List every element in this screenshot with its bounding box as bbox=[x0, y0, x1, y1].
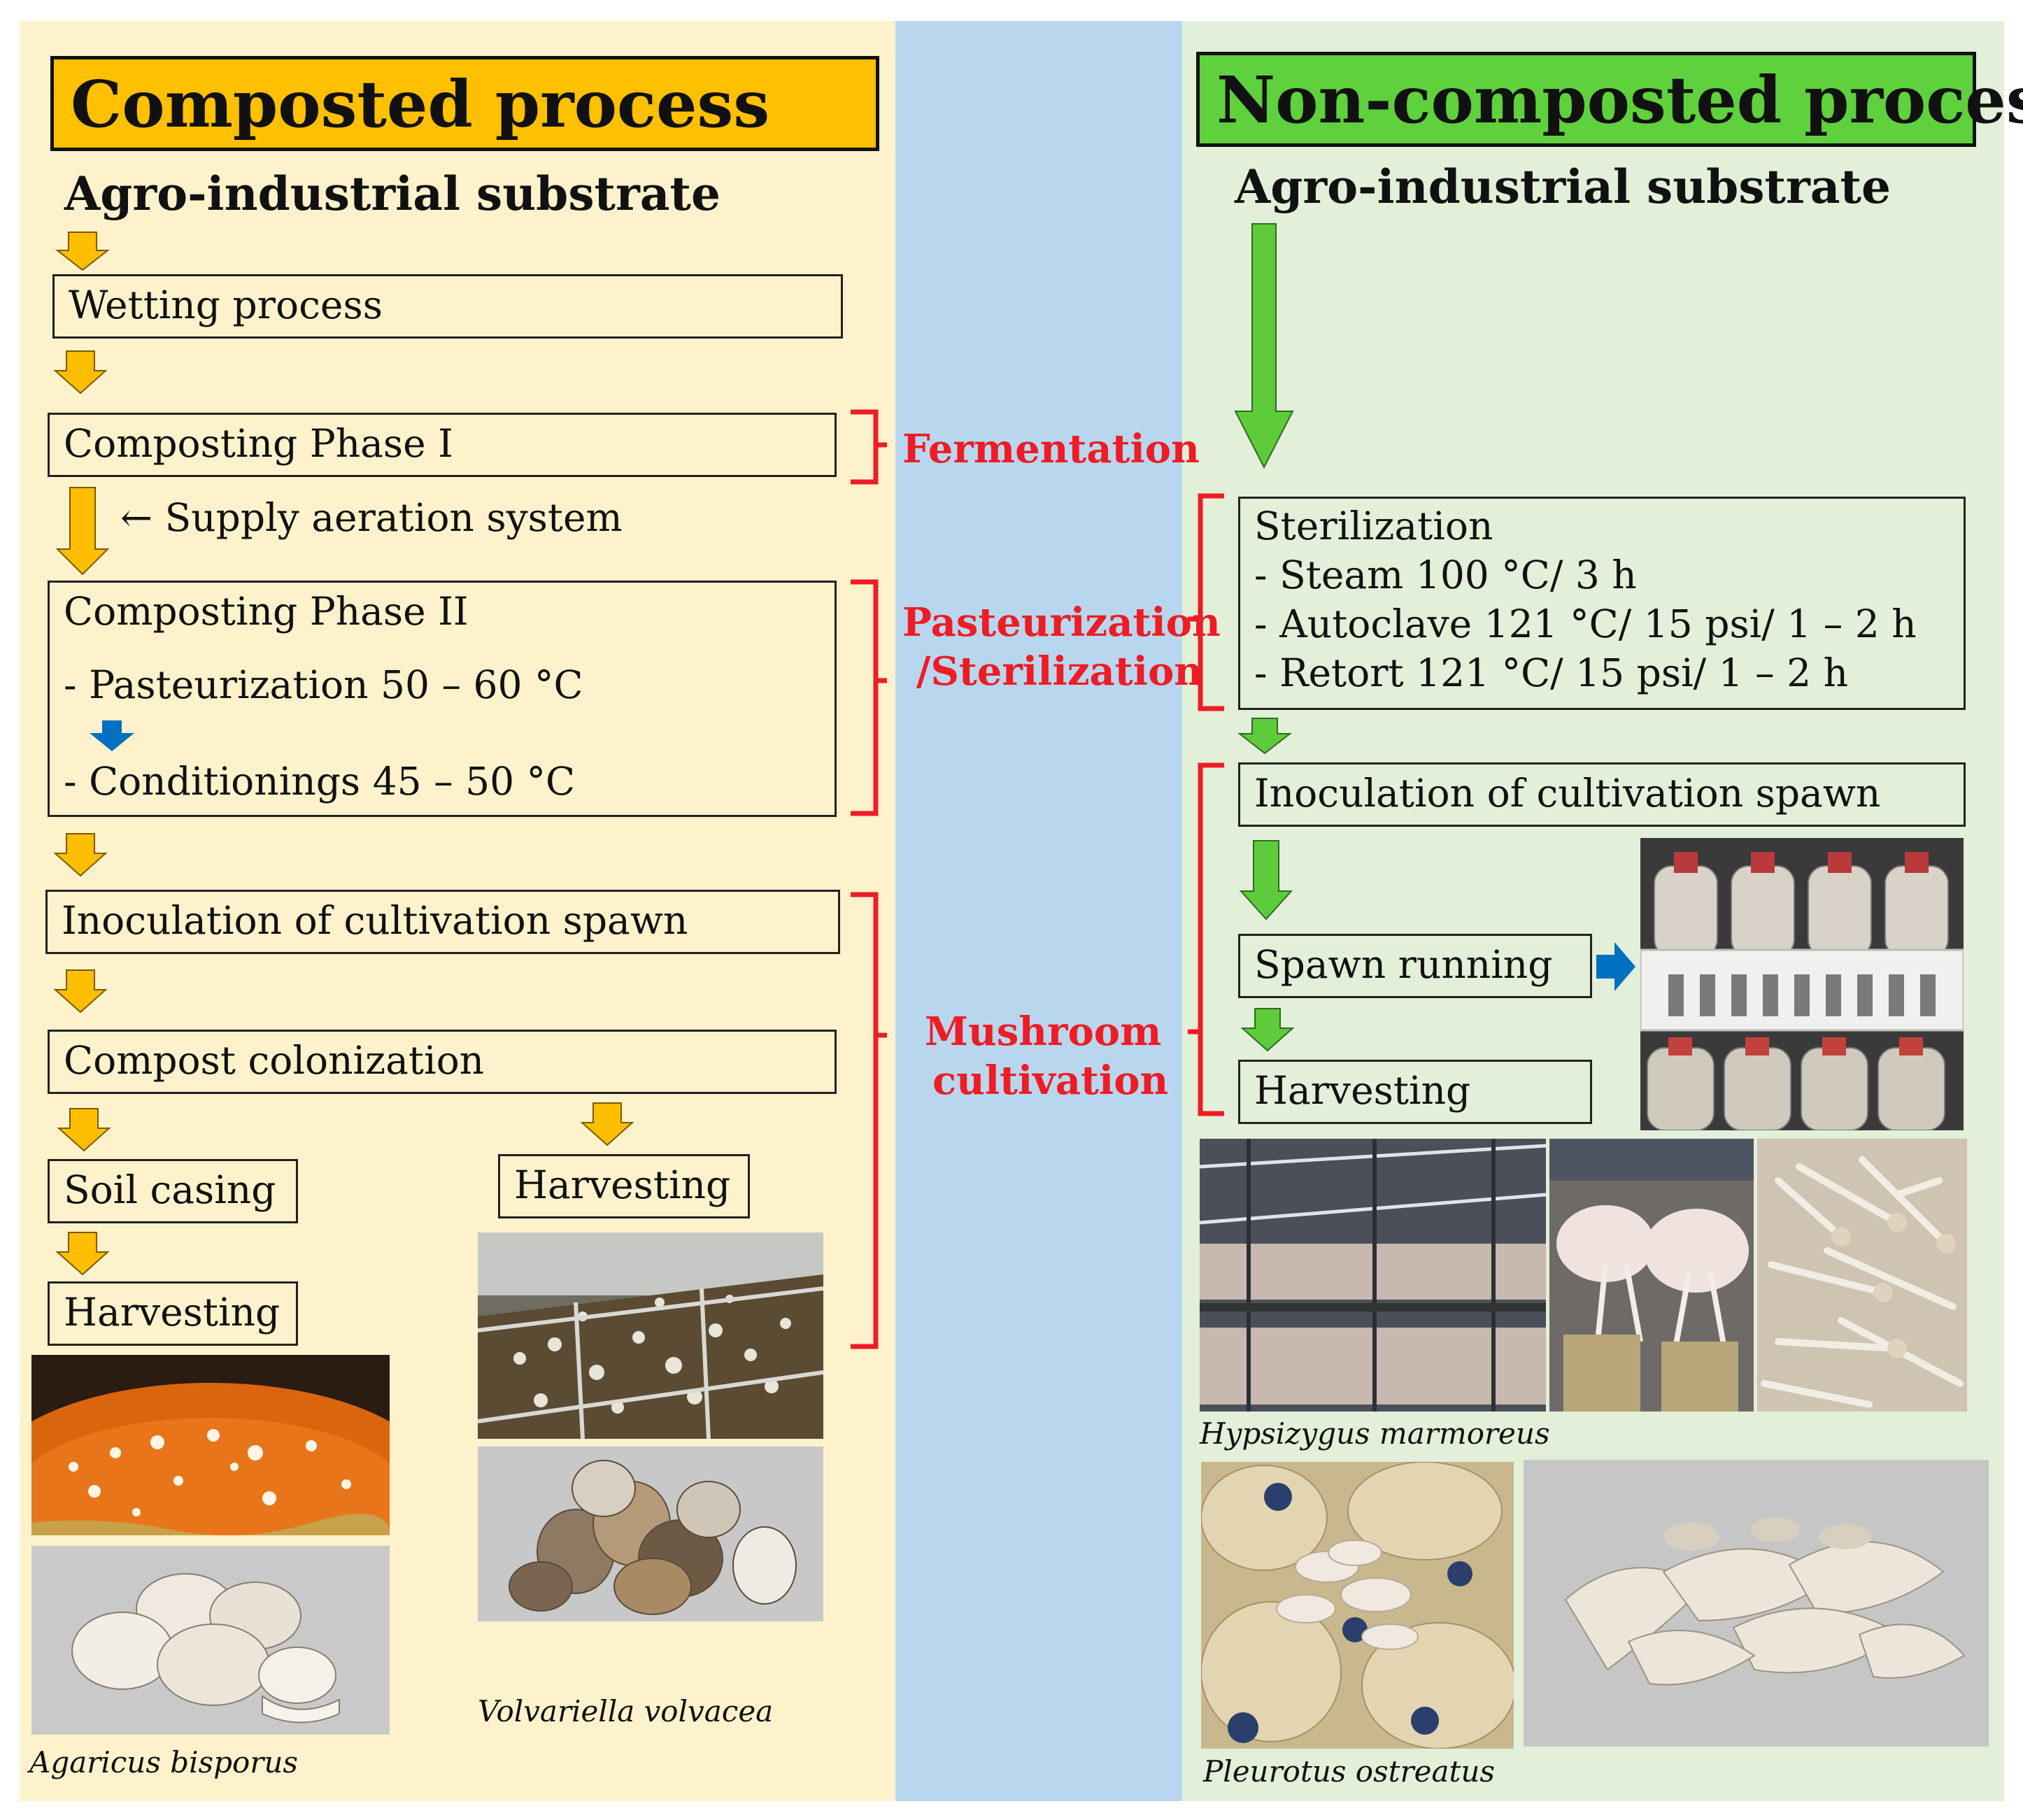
pasteurization-label-line2: /Sterilization bbox=[916, 648, 1203, 695]
volvariella-cultivation-photo bbox=[478, 1232, 823, 1439]
hypsizygus-harvest-photo bbox=[1757, 1139, 1967, 1412]
long-green-down-arrow-icon bbox=[1234, 223, 1294, 469]
down-arrow-icon bbox=[53, 350, 108, 394]
cultivation-label-line1: Mushroom bbox=[925, 1009, 1162, 1055]
green-down-arrow-icon bbox=[1240, 1008, 1295, 1052]
sterilization-title: Sterilization bbox=[1254, 504, 1493, 548]
composted-substrate-heading: Agro-industrial substrate bbox=[64, 166, 721, 221]
aeration-note: ← Supply aeration system bbox=[120, 495, 623, 540]
blue-down-arrow-icon bbox=[90, 720, 134, 751]
sterilization-autoclave: - Autoclave 121 °C/ 15 psi/ 1 – 2 h bbox=[1254, 602, 1917, 646]
sterilization-retort: - Retort 121 °C/ 15 psi/ 1 – 2 h bbox=[1254, 650, 1849, 695]
sterilization-bracket-right bbox=[1188, 493, 1224, 711]
inoculation-box-right: Inoculation of cultivation spawn bbox=[1238, 762, 1966, 827]
sterilization-box: Sterilization - Steam 100 °C/ 3 h - Auto… bbox=[1238, 497, 1966, 710]
harvesting-box-right: Harvesting bbox=[1238, 1060, 1592, 1124]
hypsizygus-bottle-photo bbox=[1549, 1139, 1754, 1412]
composting-phase-1-box: Composting Phase I bbox=[48, 413, 837, 477]
composting-phase-2-box: Composting Phase II - Pasteurization 50 … bbox=[48, 581, 837, 817]
agaricus-cultivation-photo bbox=[31, 1355, 390, 1535]
agaricus-mushroom-photo bbox=[31, 1546, 390, 1735]
species-label-agaricus: Agaricus bisporus bbox=[29, 1745, 298, 1779]
phase-2-pasteurization: - Pasteurization 50 – 60 °C bbox=[64, 662, 583, 707]
pasteurization-label-line1: Pasteurization bbox=[902, 599, 1221, 646]
volvariella-mushroom-photo bbox=[478, 1446, 823, 1621]
wetting-process-box: Wetting process bbox=[52, 274, 843, 339]
noncomposted-substrate-heading: Agro-industrial substrate bbox=[1235, 159, 1891, 214]
down-arrow-icon bbox=[55, 487, 110, 576]
species-label-pleurotus: Pleurotus ostreatus bbox=[1203, 1754, 1495, 1789]
hypsizygus-farm-photo bbox=[1200, 1139, 1546, 1412]
down-arrow-icon bbox=[55, 1232, 110, 1276]
middle-panel bbox=[895, 21, 1182, 1801]
compost-colonization-box: Compost colonization bbox=[48, 1030, 837, 1094]
down-arrow-icon bbox=[57, 1108, 111, 1152]
fermentation-bracket bbox=[851, 409, 887, 485]
fermentation-label: Fermentation bbox=[902, 426, 1200, 472]
spawn-bottles-photo bbox=[1640, 838, 1964, 1130]
harvesting-box-agaricus: Harvesting bbox=[48, 1281, 298, 1346]
soil-casing-box: Soil casing bbox=[48, 1159, 298, 1223]
spawn-running-box: Spawn running bbox=[1238, 934, 1592, 998]
harvesting-box-volvariella: Harvesting bbox=[498, 1154, 750, 1218]
species-label-volvariella: Volvariella volvacea bbox=[478, 1694, 774, 1728]
down-arrow-icon bbox=[53, 833, 108, 877]
green-down-arrow-icon bbox=[1237, 718, 1292, 755]
phase-2-conditioning: - Conditionings 45 – 50 °C bbox=[64, 759, 576, 804]
down-arrow-icon bbox=[55, 232, 110, 271]
noncomposted-title: Non-composted process bbox=[1196, 52, 2023, 147]
cultivation-bracket-left bbox=[851, 892, 887, 1349]
sterilization-steam: - Steam 100 °C/ 3 h bbox=[1254, 553, 1637, 597]
pasteurization-bracket-left bbox=[851, 579, 887, 816]
pleurotus-bags-photo bbox=[1201, 1462, 1514, 1749]
pleurotus-mushroom-photo bbox=[1524, 1460, 1989, 1747]
down-arrow-icon bbox=[53, 969, 108, 1014]
blue-right-arrow-icon bbox=[1596, 942, 1635, 991]
green-down-arrow-icon bbox=[1239, 840, 1293, 920]
cultivation-bracket-right bbox=[1188, 762, 1224, 1116]
phase-2-title: Composting Phase II bbox=[64, 589, 469, 634]
cultivation-label-line2: cultivation bbox=[932, 1058, 1169, 1104]
down-arrow-icon bbox=[580, 1102, 634, 1146]
composted-title: Composted process bbox=[50, 56, 879, 151]
inoculation-box-left: Inoculation of cultivation spawn bbox=[45, 890, 840, 954]
species-label-hypsizygus: Hypsizygus marmoreus bbox=[1200, 1416, 1550, 1451]
